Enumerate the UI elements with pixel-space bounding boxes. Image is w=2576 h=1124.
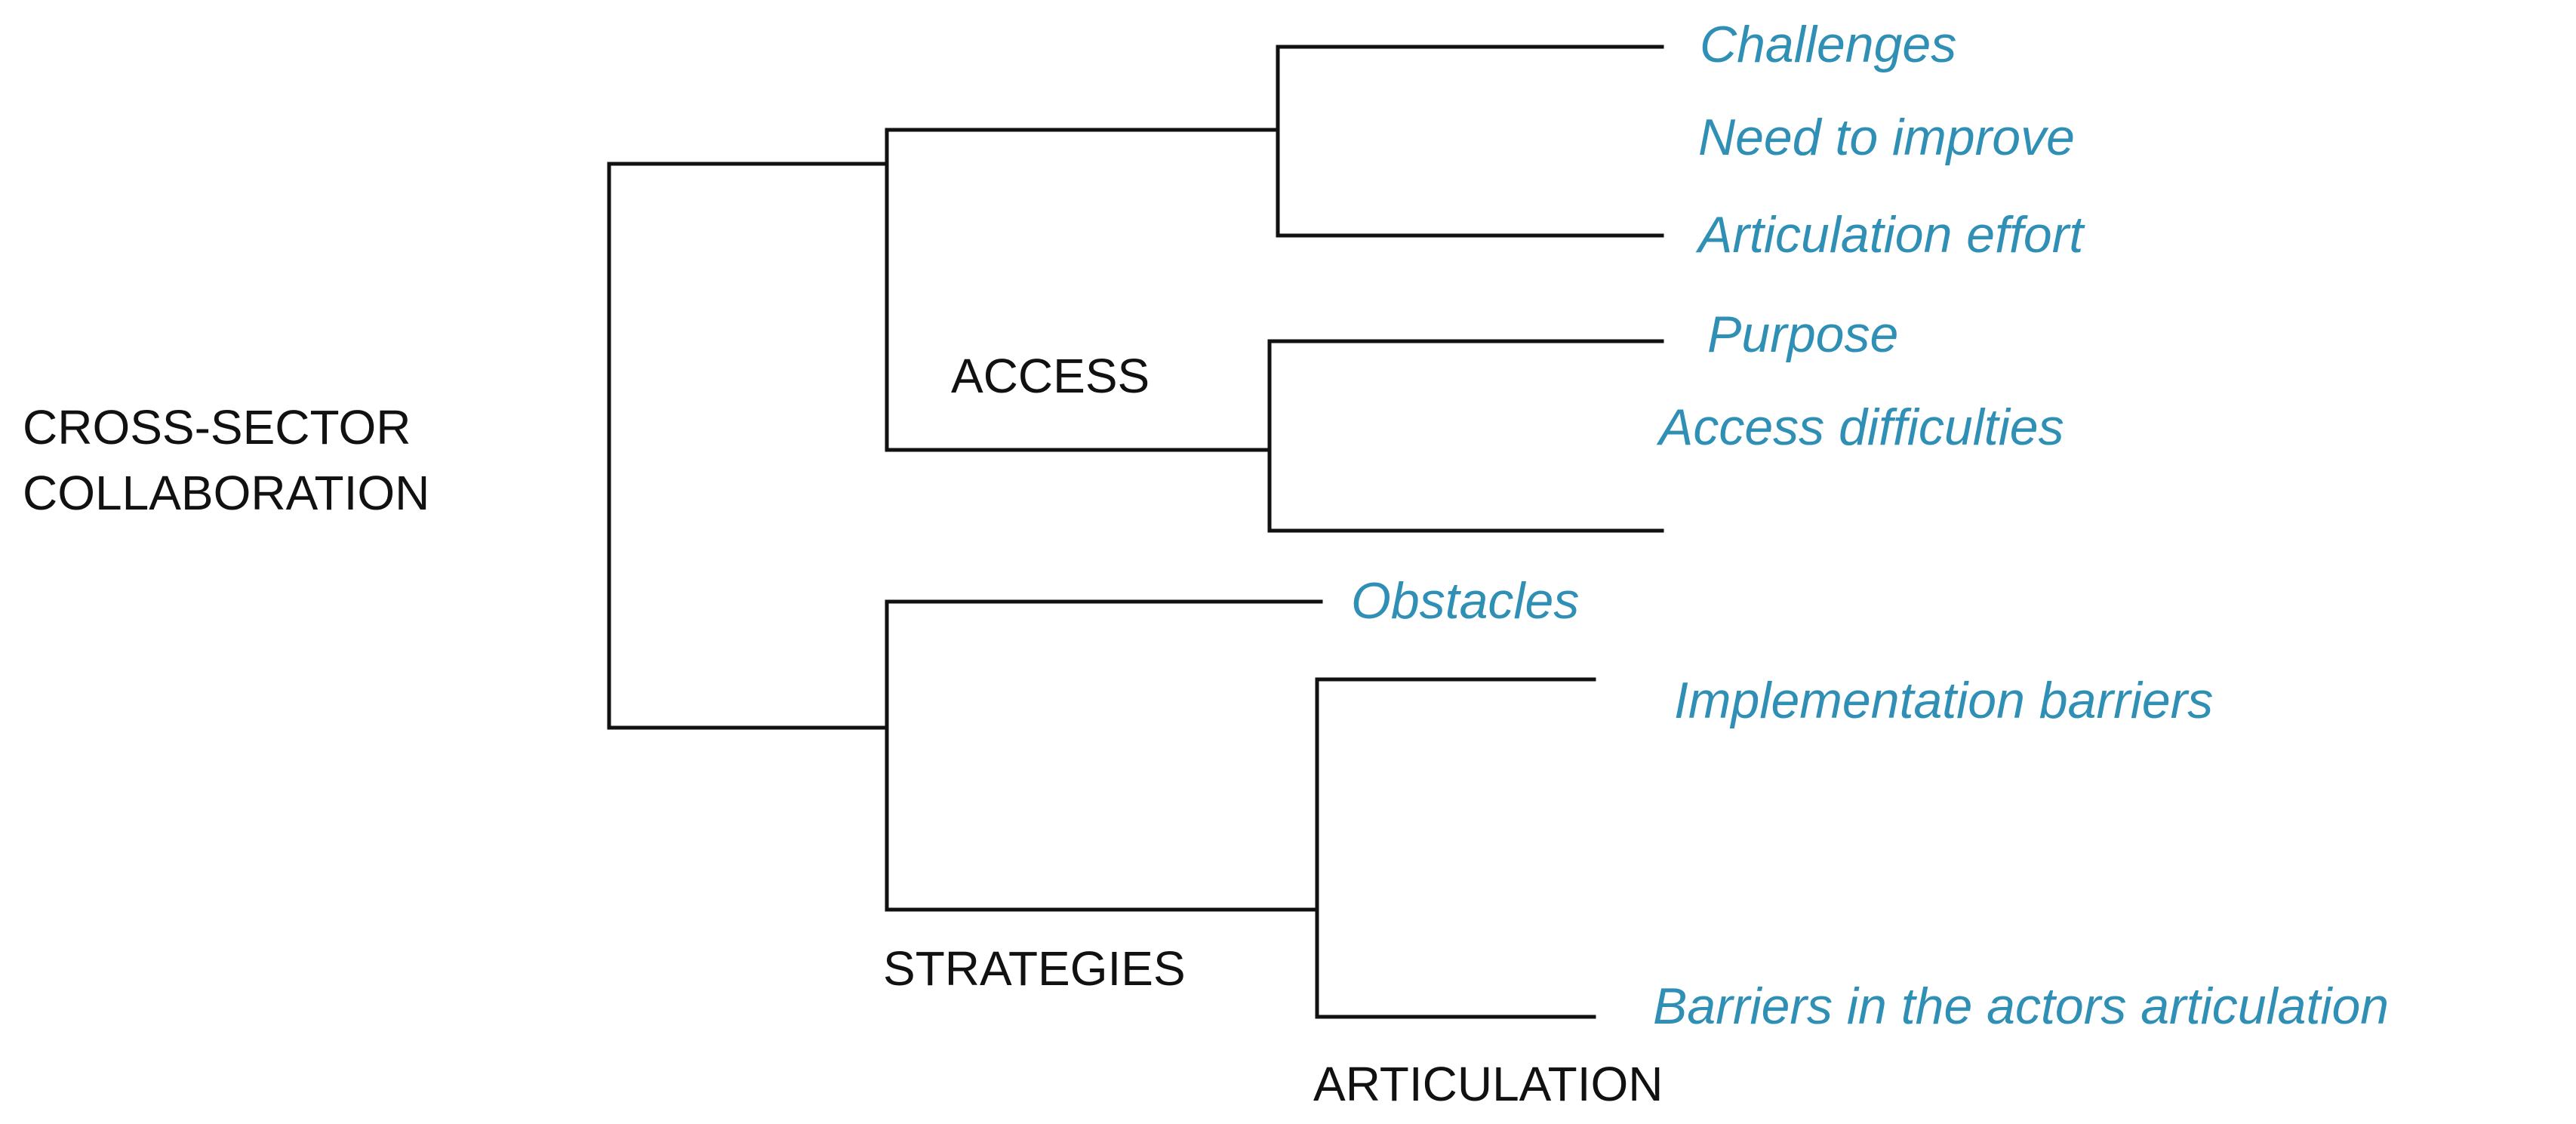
root-label-line-1: CROSS-SECTOR	[23, 400, 411, 454]
leaf-articulation-effort: Articulation effort	[1695, 206, 2085, 263]
leaf-need-to-improve: Need to improve	[1698, 109, 2075, 166]
leaf-barriers-in-actors-articulation: Barriers in the actors articulation	[1653, 978, 2389, 1035]
leaf-implementation-barriers: Implementation barriers	[1674, 672, 2213, 729]
leaf-challenges: Challenges	[1700, 16, 1956, 73]
leaf-obstacles: Obstacles	[1351, 572, 1579, 630]
strategies-label: STRATEGIES	[883, 941, 1186, 996]
root-label-line-2: COLLABORATION	[23, 466, 429, 520]
articulation-label: ARTICULATION	[1313, 1057, 1663, 1111]
access-label: ACCESS	[951, 349, 1150, 403]
leaf-purpose: Purpose	[1707, 306, 1898, 363]
leaf-access-difficulties: Access difficulties	[1656, 399, 2064, 456]
